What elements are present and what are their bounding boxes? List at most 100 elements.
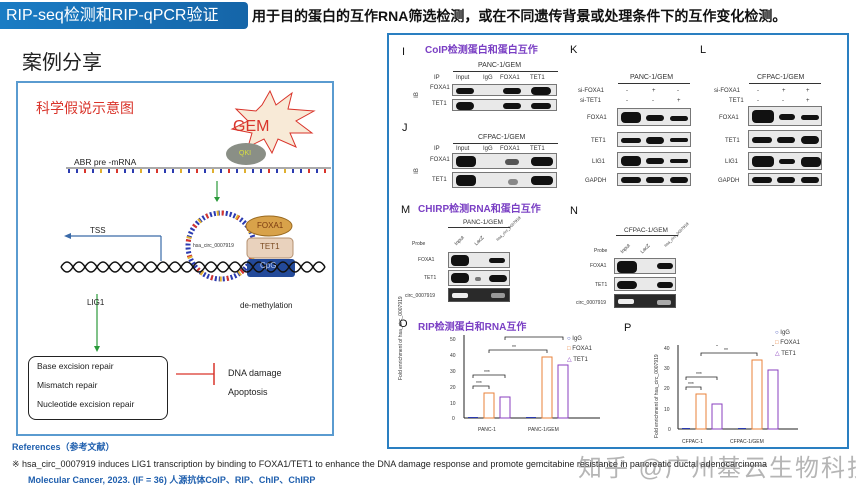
condition-value: + (806, 98, 810, 104)
y-axis-label: Fold enrichment of hsa_circ_0007919 (398, 296, 404, 380)
bar-igg (738, 428, 746, 429)
gem-label: GEM (233, 118, 270, 135)
bar-foxa1 (541, 356, 553, 419)
condition-value: - (757, 88, 759, 94)
circrna-label: hsa_circ_0007919 (193, 243, 234, 249)
western-blot (617, 152, 691, 168)
svg-text:50: 50 (450, 337, 456, 343)
bar-tet1 (767, 369, 779, 430)
panel-letter-p: P (624, 322, 632, 334)
figure-panel (387, 33, 849, 449)
svg-text:***: *** (484, 370, 490, 376)
hypothesis-diagram-panel (16, 81, 334, 436)
legend-tet1: △ TET1 (775, 351, 796, 357)
svg-text:***: *** (688, 382, 694, 388)
inhibition-icon (176, 363, 215, 385)
row-label: TET1 (591, 138, 606, 144)
watermark: 知乎 @广州基云生物科技 (578, 455, 856, 482)
divider (618, 83, 690, 84)
row-label: GAPDH (585, 178, 607, 184)
row-label: GAPDH (718, 178, 740, 184)
ip-label: IP (434, 75, 440, 81)
panel-letter-k: K (570, 44, 578, 56)
legend-igg: ○ IgG (775, 330, 790, 336)
lig1-label: LIG1 (87, 298, 105, 307)
row-label: TET1 (424, 275, 437, 281)
column-label: FOXA1 (500, 146, 520, 152)
bar-tet1 (499, 396, 511, 419)
title-badge: RIP-seq检测和RIP-qPCR验证 (0, 2, 248, 29)
probe-label: Probe (412, 241, 426, 247)
rip-title: RIP检测蛋白和RNA互作 (418, 322, 527, 333)
western-blot (452, 99, 557, 111)
divider (453, 143, 558, 144)
svg-text:10: 10 (664, 407, 670, 413)
condition-value: + (782, 88, 786, 94)
svg-text:20: 20 (450, 385, 456, 391)
cpg-label: CpG (260, 261, 277, 270)
row-label: LIG1 (725, 159, 739, 165)
condition-value: - (652, 98, 654, 104)
divider (448, 227, 510, 228)
column-label: FOXA1 (500, 75, 520, 81)
demethylation-label: de-methylation (240, 301, 293, 310)
svg-text:**: ** (512, 345, 516, 351)
western-blot (448, 252, 510, 268)
foxa1-label: FOXA1 (257, 221, 284, 230)
panel-letter-m: M (401, 204, 411, 216)
western-blot (748, 130, 822, 148)
column-label: IgG (483, 75, 493, 81)
column-label: Input (456, 146, 470, 152)
western-blot (617, 132, 691, 147)
svg-text:**: ** (530, 335, 534, 339)
cell-line-label: PANC-1/GEM (478, 62, 522, 69)
arrow-down-icon (94, 294, 100, 352)
condition-label: si-TET1 (580, 98, 601, 104)
bar-tet1 (557, 364, 569, 419)
cell-line-label: CFPAC-1/GEM (478, 134, 526, 141)
agarose-gel (448, 288, 510, 302)
column-label: TET1 (530, 146, 545, 152)
mrna-strand-icon (68, 169, 326, 173)
divider (616, 235, 678, 236)
tss-label: TSS (90, 226, 106, 235)
probe-label: Probe (594, 248, 608, 254)
svg-text:***: *** (476, 381, 482, 387)
condition-value: - (626, 88, 628, 94)
repair-item: Mismatch repair (37, 380, 98, 390)
outcome-apoptosis: Apoptosis (228, 387, 268, 397)
column-label: IgG (483, 146, 493, 152)
cell-line-label: CFPAC-1/GEM (624, 227, 668, 234)
row-label: FOXA1 (418, 257, 435, 263)
row-label: LIG1 (592, 159, 606, 165)
svg-text:40: 40 (664, 346, 670, 352)
outcome-dna-damage: DNA damage (228, 368, 282, 378)
hypothesis-diagram-svg (60, 89, 331, 385)
panel-letter-n: N (570, 205, 578, 217)
divider (453, 71, 558, 72)
panel-letter-i: I (402, 46, 406, 58)
condition-value: - (677, 88, 679, 94)
condition-value: - (782, 98, 784, 104)
reference-journal: Molecular Cancer, 2023. (IF = 36) 人源抗体Co… (28, 475, 316, 485)
ip-label: IP (434, 146, 440, 152)
western-blot (748, 152, 822, 170)
svg-text:CFPAC-1/GEM: CFPAC-1/GEM (730, 439, 764, 445)
legend-igg: ○ IgG (567, 336, 582, 342)
svg-text:CFPAC-1: CFPAC-1 (682, 439, 703, 445)
condition-value: - (757, 98, 759, 104)
repair-item: Base excision repair (37, 361, 114, 371)
repair-pathways-box: Base excision repair Mismatch repair Nuc… (28, 356, 168, 420)
western-blot (748, 106, 822, 126)
svg-text:PANC-1/GEM: PANC-1/GEM (528, 427, 559, 433)
western-blot (748, 173, 822, 186)
bar-igg (526, 417, 536, 418)
western-blot (617, 173, 691, 186)
divider (749, 83, 821, 84)
legend-foxa1: □ FOXA1 (567, 346, 592, 352)
coip-title: CoIP检测蛋白和蛋白互作 (425, 45, 538, 56)
svg-text:0: 0 (668, 427, 671, 433)
row-label: FOXA1 (430, 157, 450, 163)
